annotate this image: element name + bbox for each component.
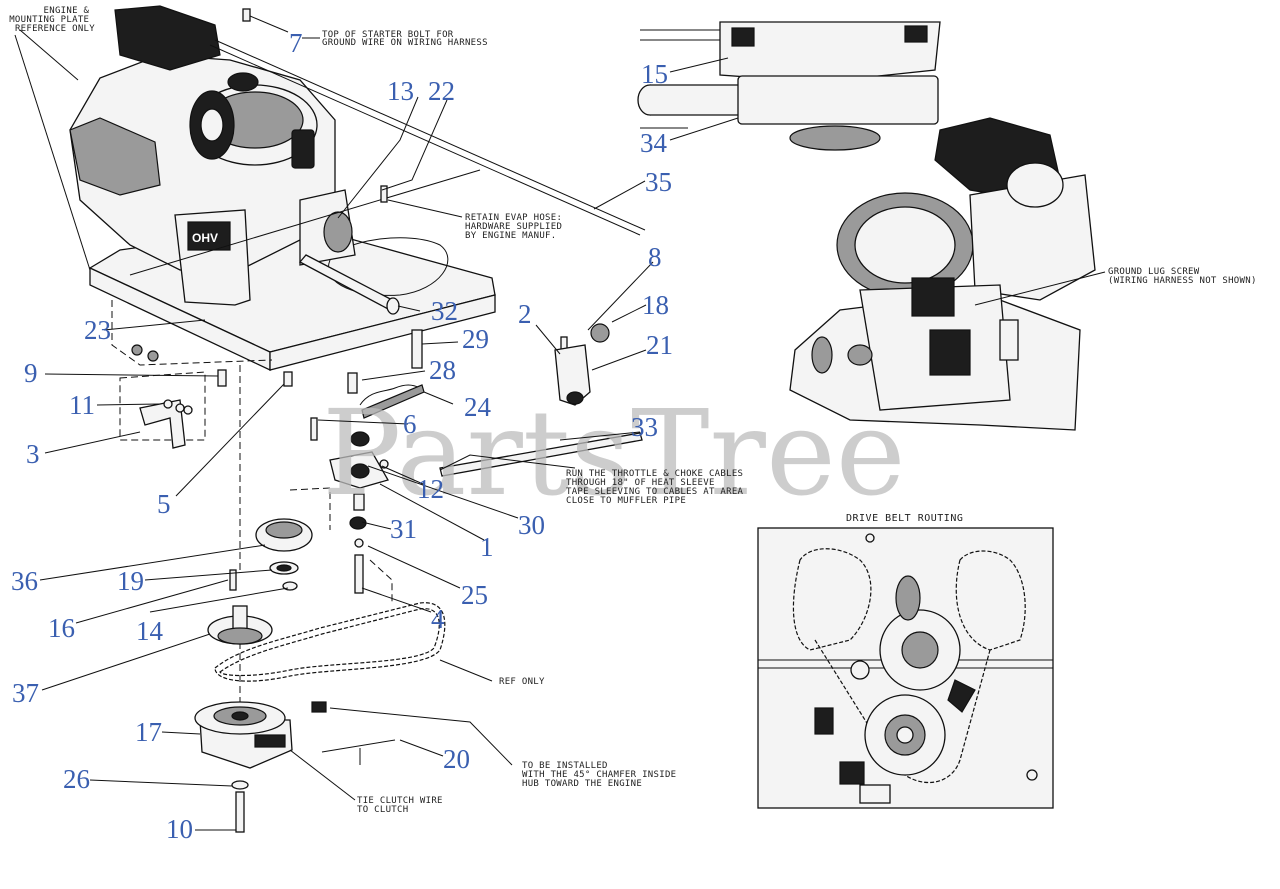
callout-34: 34 — [640, 128, 668, 158]
callout-7: 7 — [289, 28, 303, 58]
callout-numbers: 1 2 3 4 5 6 7 8 9 10 11 12 13 14 15 16 1… — [11, 28, 673, 844]
note-chamfer: TO BE INSTALLED WITH THE 45° CHAMFER INS… — [522, 761, 682, 789]
callout-24: 24 — [464, 392, 492, 422]
callout-4: 4 — [431, 604, 445, 634]
callout-25: 25 — [461, 580, 488, 610]
note-evap-hose: RETAIN EVAP HOSE: HARDWARE SUPPLIED BY E… — [465, 213, 568, 241]
callout-1: 1 — [480, 532, 494, 562]
callout-17: 17 — [135, 717, 162, 747]
callout-22: 22 — [428, 76, 455, 106]
engine-badge: OHV — [192, 231, 218, 245]
engine-illustration: OHV — [69, 5, 496, 372]
watermark: PartsTree — [322, 384, 906, 522]
muffler-illustration — [637, 21, 941, 151]
callout-21: 21 — [646, 330, 673, 360]
callout-6: 6 — [403, 409, 417, 439]
pulley-clutch-stack — [194, 518, 396, 833]
callout-28: 28 — [429, 355, 456, 385]
callout-36: 36 — [11, 566, 38, 596]
callout-37: 37 — [12, 678, 39, 708]
callout-14: 14 — [136, 616, 164, 646]
callout-5: 5 — [157, 489, 171, 519]
callout-8: 8 — [648, 242, 662, 272]
callout-10: 10 — [166, 814, 193, 844]
callout-9: 9 — [24, 358, 38, 388]
note-engine-ref: ENGINE & MOUNTING PLATE REFERENCE ONLY — [9, 6, 95, 34]
drive-belt-routing-title: DRIVE BELT ROUTING — [846, 513, 963, 524]
idler-assembly — [289, 329, 425, 605]
callout-31: 31 — [390, 514, 417, 544]
callout-33: 33 — [631, 412, 658, 442]
callout-13: 13 — [387, 76, 414, 106]
callout-30: 30 — [518, 510, 545, 540]
callout-2: 2 — [518, 299, 532, 329]
callout-32: 32 — [431, 296, 458, 326]
note-throttle-cables: RUN THE THROTTLE & CHOKE CABLES THROUGH … — [566, 469, 749, 506]
callout-23: 23 — [84, 315, 111, 345]
callout-20: 20 — [443, 744, 470, 774]
callout-3: 3 — [26, 439, 40, 469]
callout-15: 15 — [641, 59, 668, 89]
note-starter-bolt: TOP OF STARTER BOLT FOR GROUND WIRE ON W… — [322, 30, 488, 48]
callout-11: 11 — [69, 390, 95, 420]
drive-belt-routing-diagram — [757, 527, 1054, 809]
callout-18: 18 — [642, 290, 669, 320]
callout-16: 16 — [48, 613, 75, 643]
throttle-control — [554, 323, 610, 406]
callout-19: 19 — [117, 566, 144, 596]
note-tie-clutch: TIE CLUTCH WIRE TO CLUTCH — [357, 796, 449, 815]
callout-12: 12 — [417, 474, 444, 504]
note-ref-only: REF ONLY — [499, 677, 545, 687]
note-ground-lug: GROUND LUG SCREW (WIRING HARNESS NOT SHO… — [1108, 267, 1257, 286]
leader-lines — [14, 15, 1106, 831]
callout-26: 26 — [63, 764, 90, 794]
callout-29: 29 — [462, 324, 489, 354]
notes: ENGINE & MOUNTING PLATE REFERENCE ONLY T… — [9, 6, 1256, 815]
installed-engine-view — [789, 117, 1096, 431]
bracket-hardware — [111, 300, 293, 760]
callout-35: 35 — [645, 167, 672, 197]
